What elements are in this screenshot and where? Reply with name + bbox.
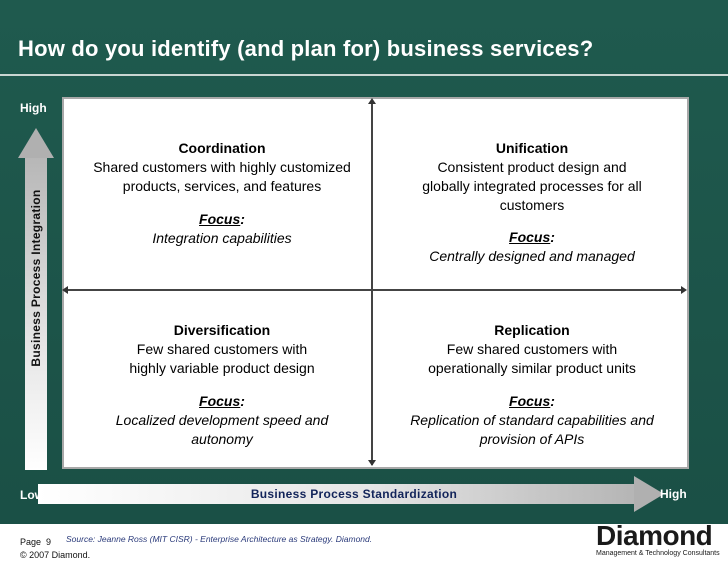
quadrant-diversification: Diversification Few shared customers wit… [72,321,372,449]
quadrant-heading: Replication [494,322,570,338]
quadrant-description: Few shared customers with highly variabl… [129,341,315,376]
quadrant-focus-label: Focus: [382,392,682,411]
x-axis-high-label: High [660,487,687,501]
slide-title: How do you identify (and plan for) busin… [18,36,594,61]
matrix-vertical-divider [371,101,373,465]
x-axis-label: Business Process Standardization [250,487,458,501]
quadrant-heading: Unification [495,140,569,156]
focus-colon: : [550,229,555,245]
focus-word: Focus [509,229,551,245]
quadrant-focus-label: Focus: [382,228,682,247]
y-arrow-head-icon [18,128,54,158]
y-arrow-shaft [25,158,47,470]
quadrant-focus-label: Focus: [72,392,372,411]
arrow-down-icon [368,460,376,466]
y-axis-label: Business Process Integration [29,189,43,367]
quadrant-description: Few shared customers with operationally … [428,341,636,376]
arrow-right-icon [681,286,687,294]
quadrant-heading: Coordination [178,140,266,156]
quadrant-description: Consistent product design and globally i… [422,159,642,213]
quadrant-matrix: Coordination Shared customers with highl… [62,97,689,469]
y-axis-arrow: Business Process Integration [18,128,54,470]
arrow-up-icon [368,98,376,104]
quadrant-coordination: Coordination Shared customers with highl… [72,139,372,248]
page-label: Page [20,537,42,547]
quadrant-replication: Replication Few shared customers with op… [382,321,682,449]
page-indicator: Page 9 [20,537,51,547]
logo-tagline: Management & Technology Consultants [596,550,720,557]
footer: Page 9 Source: Jeanne Ross (MIT CISR) - … [0,520,728,563]
quadrant-focus-text: Replication of standard capabilities and… [410,412,654,447]
arrow-left-icon [62,286,68,294]
focus-word: Focus [199,211,241,227]
y-axis-high-label: High [20,101,47,115]
quadrant-focus-label: Focus: [72,210,372,229]
diamond-logo: Diamond Management & Technology Consulta… [596,520,722,562]
source-citation: Source: Jeanne Ross (MIT CISR) - Enterpr… [66,534,373,544]
logo-wordmark: Diamond [596,520,713,551]
quadrant-focus-text: Localized development speed and autonomy [115,412,329,447]
title-divider [0,74,728,76]
x-arrow-shaft [38,484,636,504]
focus-colon: : [550,393,555,409]
x-arrow-head-icon [634,476,664,512]
page-number: 9 [46,537,52,547]
focus-word: Focus [199,393,241,409]
quadrant-description: Shared customers with highly customized … [93,159,351,194]
focus-word: Focus [509,393,551,409]
x-axis-arrow: Business Process Standardization [38,476,664,512]
quadrant-focus-text: Integration capabilities [152,230,292,246]
quadrant-heading: Diversification [173,322,271,338]
quadrant-unification: Unification Consistent product design an… [382,139,682,266]
focus-colon: : [240,211,245,227]
matrix-horizontal-divider [66,289,685,291]
focus-colon: : [240,393,245,409]
copyright-notice: © 2007 Diamond. [20,550,91,560]
quadrant-focus-text: Centrally designed and managed [429,248,635,264]
